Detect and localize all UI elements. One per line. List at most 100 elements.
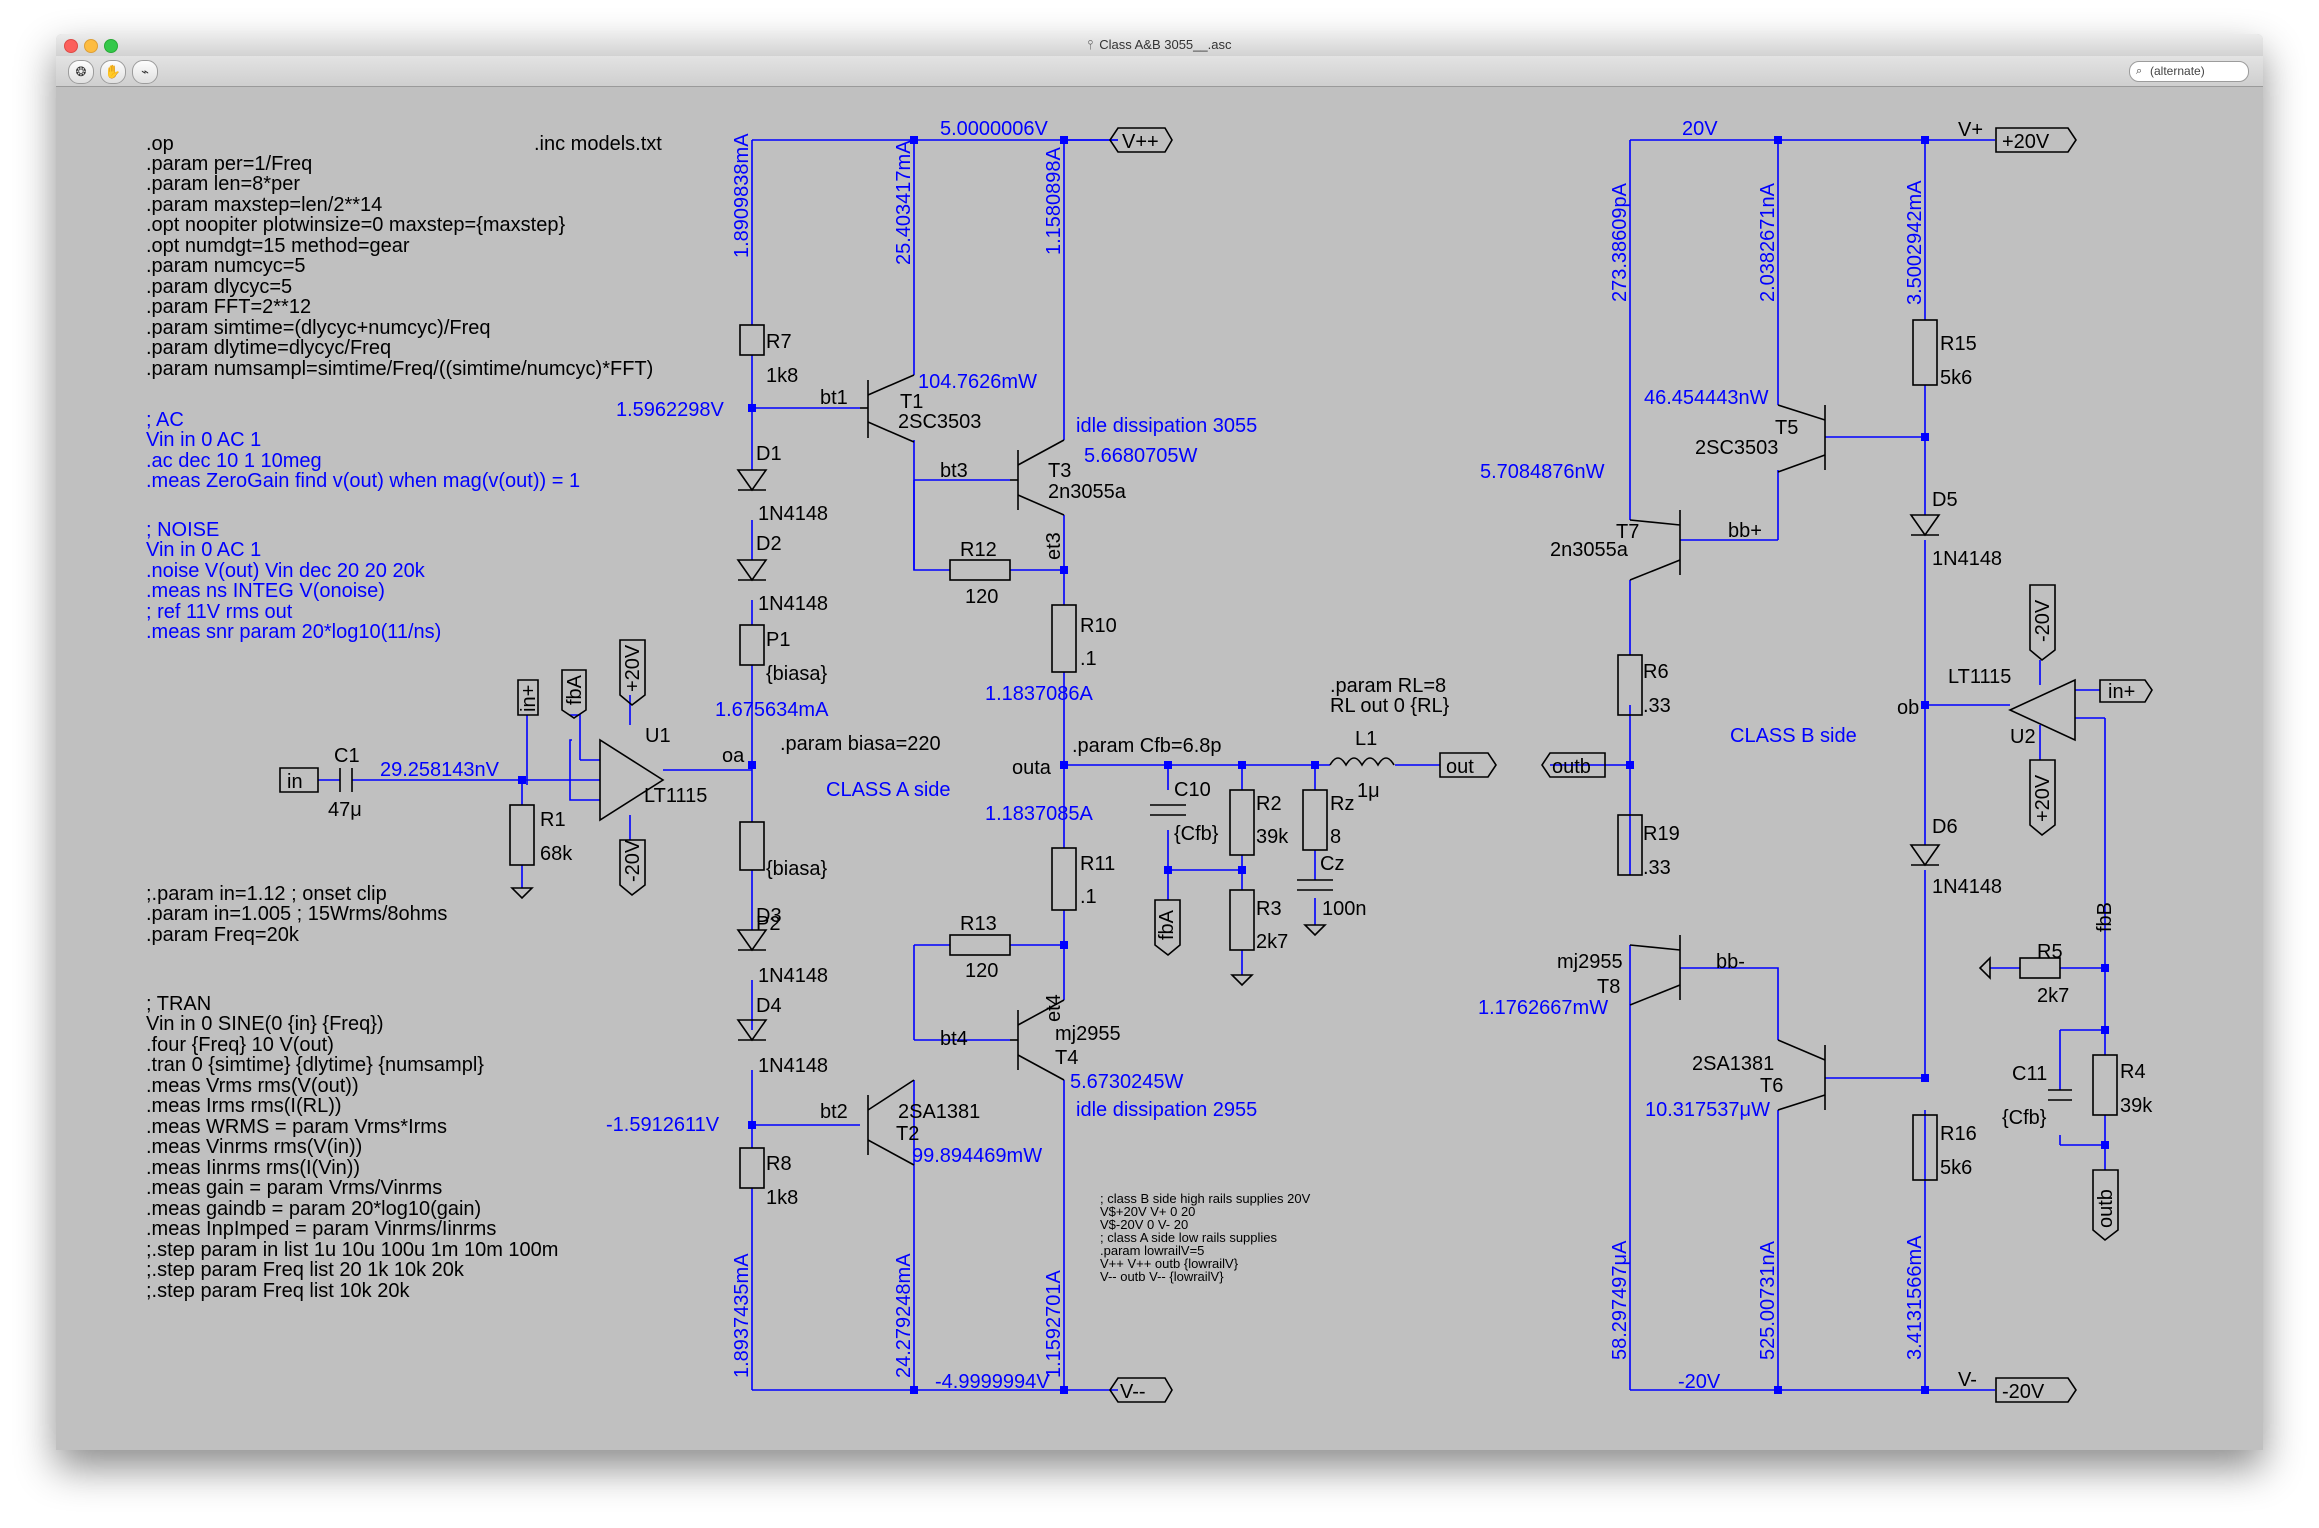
label-t8: T8 <box>1597 976 1620 998</box>
label-r8: R8 <box>766 1153 792 1175</box>
port-in-plus: in+ <box>518 685 540 712</box>
directive-line: .param simtime=(dlycyc+numcyc)/Freq <box>146 317 491 339</box>
model-t3: 2n3055a <box>1048 481 1127 503</box>
window-title: ⫯Class A&B 3055__.asc <box>1087 37 1232 52</box>
toolbar: ❂ ✋ ⌁ ⌕(alternate) <box>56 56 2263 87</box>
current-r11: 1.1837085A <box>985 803 1094 825</box>
directive-line: .param FFT=2**12 <box>146 296 311 318</box>
label-t4: T4 <box>1055 1047 1078 1069</box>
include-directive: .inc models.txt <box>534 133 662 155</box>
node-bt1-voltage: 1.5962298V <box>616 399 725 421</box>
label-r5: R5 <box>2037 941 2063 963</box>
components <box>339 319 2118 1189</box>
minimize-button[interactable] <box>84 39 98 53</box>
current-p1: 1.675634mA <box>715 699 829 721</box>
label-t5: T5 <box>1775 417 1798 439</box>
model-t6: 2SA1381 <box>1692 1053 1774 1075</box>
current-r16: 3.4131566mA <box>1904 1235 1926 1360</box>
run-icon[interactable]: ❂ <box>68 60 94 84</box>
label-d3: D3 <box>756 905 782 927</box>
label-t6: T6 <box>1760 1075 1783 1097</box>
value-rz: 8 <box>1330 826 1341 848</box>
directive-line: .opt numdgt=15 method=gear <box>146 235 410 257</box>
model-t5: 2SC3503 <box>1695 437 1778 459</box>
value-r10: .1 <box>1080 648 1097 670</box>
current-r15: 3.5002942mA <box>1904 180 1926 305</box>
model-t4: mj2955 <box>1055 1023 1121 1045</box>
idle-2955-label: idle dissipation 2955 <box>1076 1099 1257 1121</box>
label-r7: R7 <box>766 331 792 353</box>
value-r12: 120 <box>965 586 998 608</box>
search-icon: ⌕ <box>2136 65 2143 77</box>
close-button[interactable] <box>64 39 78 53</box>
directive-line: .opt noopiter plotwinsize=0 maxstep={max… <box>146 214 565 236</box>
model-u1: LT1115 <box>644 785 707 807</box>
label-rz: Rz <box>1330 793 1354 815</box>
ac-comment: .meas ZeroGain find v(out) when mag(v(ou… <box>146 470 580 492</box>
label-p2: P2 <box>756 913 780 935</box>
tran-line: .meas Vinrms rms(V(in)) <box>146 1136 362 1158</box>
zoom-button[interactable] <box>104 39 118 53</box>
note-line: ; class A side low rails supplies <box>1100 1230 1278 1245</box>
port-fba: fbA <box>564 674 586 705</box>
class-b-title: CLASS B side <box>1730 725 1857 747</box>
port-p20: +20V <box>622 644 644 692</box>
net-fbb: fbB <box>2094 902 2116 932</box>
directive-line: .param numcyc=5 <box>146 255 306 277</box>
schematic-icon: ⫯ <box>1087 37 1094 52</box>
net-oa: oa <box>722 745 745 767</box>
current-r10: 1.1837086A <box>985 683 1094 705</box>
value-l1: 1μ <box>1357 780 1380 802</box>
title-bar: ⫯Class A&B 3055__.asc <box>56 34 2263 57</box>
net-vplus: V+ <box>1958 119 1983 141</box>
tran-line: ;.step param Freq list 20 1k 10k 20k <box>146 1259 465 1281</box>
port-outb-2: outb <box>2095 1189 2117 1228</box>
param-line: .param in=1.005 ; 15Wrms/8ohms <box>146 903 447 925</box>
model-d3: 1N4148 <box>758 965 828 987</box>
current-t2c: 24.279248mA <box>893 1253 915 1378</box>
net-bt3: bt3 <box>940 460 968 482</box>
port-vmm: V-- <box>1120 1381 1146 1403</box>
tran-line: .meas WRMS = param Vrms*Irms <box>146 1116 447 1138</box>
rl-line: RL out 0 {RL} <box>1330 695 1450 717</box>
value-r3: 2k7 <box>1256 931 1288 953</box>
rail-b-bottom: -20V <box>1678 1371 1721 1393</box>
value-r1: 68k <box>540 843 573 865</box>
label-r10: R10 <box>1080 615 1117 637</box>
directive-line: .param numsampl=simtime/Freq/((simtime/n… <box>146 358 653 380</box>
directive-line: .param maxstep=len/2**14 <box>146 194 382 216</box>
halt-icon[interactable]: ✋ <box>100 60 126 84</box>
net-outa: outa <box>1012 757 1052 779</box>
noise-comment: .meas snr param 20*log10(11/ns) <box>146 621 441 643</box>
power-t7: 5.7084876nW <box>1480 461 1605 483</box>
ltspice-window: ⫯Class A&B 3055__.asc ❂ ✋ ⌁ ⌕(alternate) <box>56 34 2263 1450</box>
schematic-canvas[interactable]: .op .param per=1/Freq .param len=8*per .… <box>56 87 2263 1450</box>
label-u2: U2 <box>2010 726 2036 748</box>
current-t6c: 525.00731nA <box>1757 1240 1779 1360</box>
label-r11: R11 <box>1080 853 1115 875</box>
label-c11: C11 <box>2012 1063 2047 1085</box>
label-l1: L1 <box>1355 728 1377 750</box>
power-t3: 5.6680705W <box>1084 445 1198 467</box>
power-t6: 10.317537μW <box>1645 1099 1770 1121</box>
tran-line: .tran 0 {simtime} {dlytime} {numsampl} <box>146 1054 484 1076</box>
class-a-labels: 5.0000006V V++ -4.9999994V V-- 1.8909838… <box>606 118 1474 1403</box>
value-r6: .33 <box>1643 695 1671 717</box>
value-r11: .1 <box>1080 886 1097 908</box>
search-field[interactable]: ⌕(alternate) <box>2129 61 2249 82</box>
tran-line: ;.step param Freq list 10k 20k <box>146 1280 410 1302</box>
tran-line: .meas InpImped = param Vinrms/Iinrms <box>146 1218 496 1240</box>
tran-line: Vin in 0 SINE(0 {in} {Freq}) <box>146 1013 384 1035</box>
directive-line: .param dlycyc=5 <box>146 276 292 298</box>
rail-voltage-top: 5.0000006V <box>940 118 1049 140</box>
rl-param: .param RL=8 <box>1330 675 1446 697</box>
value-p2: {biasa} <box>766 858 827 880</box>
port-outb: outb <box>1552 756 1591 778</box>
current-t4c: 1.1592701A <box>1043 1269 1065 1378</box>
value-p1: {biasa} <box>766 663 827 685</box>
label-r16: R16 <box>1940 1123 1977 1145</box>
note-line: ; class B side high rails supplies 20V <box>1100 1191 1311 1206</box>
probe-icon[interactable]: ⌁ <box>132 60 158 84</box>
noise-comment: .meas ns INTEG V(onoise) <box>146 580 385 602</box>
tran-line: .four {Freq} 10 V(out) <box>146 1034 334 1056</box>
